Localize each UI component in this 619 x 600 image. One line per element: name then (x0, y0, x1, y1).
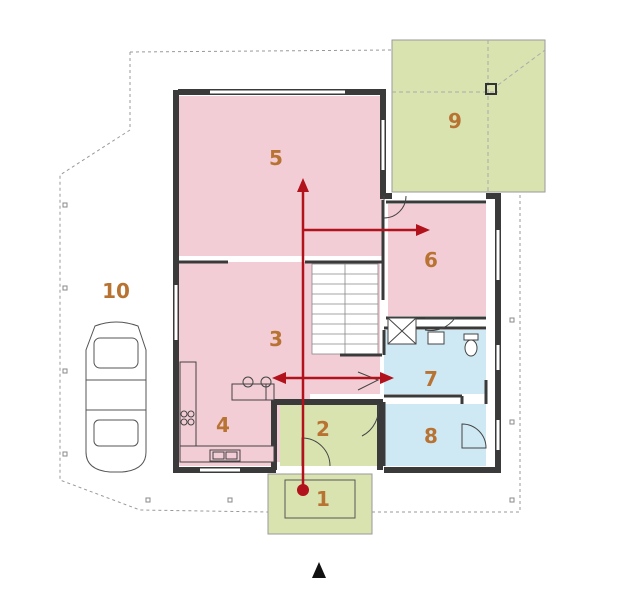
room-label-8: 8 (424, 424, 438, 448)
sink-icon (209, 449, 241, 462)
room-label-5: 5 (269, 146, 283, 170)
terrace-pergola-lines (392, 40, 546, 192)
circulation-arrows (272, 178, 430, 490)
room-label-10: 10 (102, 279, 130, 303)
room-5-living (178, 96, 383, 256)
staircase (311, 263, 379, 355)
entrance-mat (284, 479, 356, 519)
room-9-terrace (391, 39, 546, 193)
room-label-7: 7 (424, 367, 438, 391)
room-2-vestibule (280, 404, 378, 466)
room-8-room (384, 404, 486, 466)
car-icon (85, 321, 147, 473)
plot-posts (62, 202, 515, 503)
shower-icon (387, 317, 417, 345)
toilet-icon (463, 333, 479, 357)
north-arrow-icon (312, 562, 326, 578)
stove-icon (180, 410, 195, 426)
kitchen-counters (179, 361, 275, 463)
room-label-3: 3 (269, 327, 283, 351)
sink-icon-bathroom (427, 331, 445, 345)
windows (174, 90, 500, 472)
room-label-6: 6 (424, 248, 438, 272)
room-6-bedroom (388, 204, 486, 316)
room-labels: 5 6 3 4 2 7 8 9 1 10 (102, 109, 462, 511)
entrance-dot-icon (297, 484, 309, 496)
room-label-1: 1 (316, 487, 330, 511)
room-label-9: 9 (448, 109, 462, 133)
room-label-2: 2 (316, 417, 330, 441)
pergola-post (485, 83, 497, 95)
interior-walls (178, 200, 488, 466)
bar-stools (242, 376, 272, 388)
room-label-4: 4 (216, 413, 230, 437)
